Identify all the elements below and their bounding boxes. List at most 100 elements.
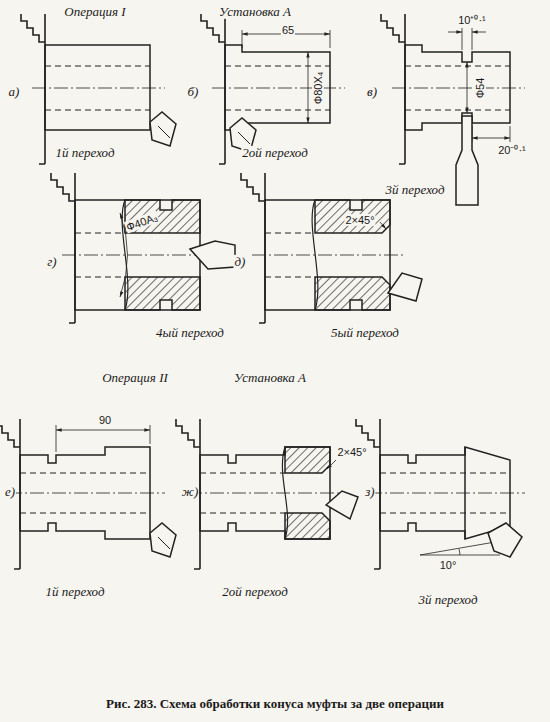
dimension-label: 65 (281, 24, 295, 36)
drawing-line (472, 28, 473, 50)
step-label: 3й переход (418, 593, 479, 607)
drawing-line (200, 513, 285, 514)
drawing-line (45, 110, 150, 111)
operation-heading: Операция I (63, 5, 126, 19)
drawing-line (405, 66, 510, 67)
drawing-line (200, 473, 285, 474)
step-label: 5ый переход (330, 326, 400, 340)
drawing-line (462, 28, 463, 50)
dimension-label: Ф40А₃ (124, 210, 160, 233)
drawing-line (380, 222, 386, 229)
drawing-line (420, 542, 495, 555)
drawing-line (75, 277, 125, 278)
panel-letter: д) (234, 255, 247, 269)
drawing-line (472, 138, 510, 139)
drawing-path (225, 45, 330, 130)
dimension-label: 2×45° (336, 446, 367, 458)
drawing-path (326, 491, 358, 519)
drawing-line (392, 88, 525, 89)
drawing-line (510, 126, 511, 142)
panel-zh (176, 419, 358, 569)
panel-z (356, 419, 525, 569)
drawing-line (20, 473, 150, 474)
panel-b (201, 14, 345, 164)
drawing-line (32, 88, 165, 89)
dimension-label: 2×45° (344, 214, 375, 226)
panel-v (381, 14, 525, 205)
drawing-path (285, 447, 330, 473)
drawing-line (56, 425, 57, 452)
panel-letter: з) (364, 485, 375, 499)
drawing-line (265, 277, 315, 278)
step-label: 2ой переход (221, 585, 288, 599)
panel-letter: г) (46, 255, 57, 269)
drawing-line (368, 493, 525, 494)
drawing-path (405, 45, 510, 130)
panel-a (21, 14, 176, 164)
drawing-path (488, 523, 522, 557)
drawing-use (0, 419, 20, 569)
drawing-line (327, 460, 336, 469)
dimension-label: Ф80Х₄ (312, 71, 324, 105)
panel-letter: а) (8, 85, 21, 99)
drawing-line (150, 425, 151, 444)
drawing-line (467, 62, 468, 113)
dimension-label: 10⁺⁰·¹ (457, 14, 487, 26)
drawing-path (456, 116, 478, 205)
drawing-line (20, 513, 150, 514)
drawing-path (285, 513, 330, 539)
drawing-use (381, 14, 405, 164)
drawing-use (51, 173, 75, 323)
step-label: 3й переход (385, 183, 446, 197)
drawing-path (315, 200, 390, 233)
drawing-line (265, 233, 315, 234)
drawing-line (8, 493, 165, 494)
panel-g (51, 173, 235, 323)
drawing-line (330, 30, 331, 48)
panel-letter: б) (187, 85, 200, 99)
drawing-line (252, 255, 405, 256)
drawing-use (176, 419, 200, 569)
setup-heading: Установка А (233, 371, 307, 385)
drawing-path (388, 273, 422, 301)
setup-heading: Установка А (218, 5, 292, 19)
drawing-line (225, 66, 330, 67)
drawing-path (459, 549, 460, 555)
dimension-label: 10° (439, 559, 458, 571)
dimension-label: Ф54 (474, 77, 486, 100)
drawing-line (45, 66, 150, 67)
figure-caption: Рис. 283. Схема обработки конуса муфты з… (106, 696, 444, 712)
drawing-line (212, 88, 345, 89)
drawing-line (380, 473, 510, 474)
dimension-label: 20⁻⁰·¹ (497, 144, 527, 156)
panel-letter: ж) (181, 485, 199, 499)
drawing-line (188, 493, 345, 494)
drawing-use (241, 173, 265, 323)
drawing-line (75, 233, 125, 234)
panel-letter: е) (4, 485, 16, 499)
step-label: 1й переход (45, 585, 106, 599)
operation-heading: Операция II (101, 371, 169, 385)
step-label: 2ой переход (241, 146, 308, 160)
drawing-line (242, 30, 243, 48)
drawing-line (380, 513, 510, 514)
drawing-line (472, 32, 486, 33)
step-label: 1й переход (55, 146, 116, 160)
drawing-use (150, 112, 176, 146)
drawing-use (150, 523, 176, 557)
drawing-line (308, 52, 309, 123)
drawing-g (0, 14, 525, 569)
drawing-use (201, 14, 225, 164)
drawing-line (448, 32, 462, 33)
drawing-line (405, 110, 510, 111)
panel-letter: в) (366, 85, 378, 99)
drawing-path (125, 277, 200, 310)
drawing-line (56, 430, 150, 431)
drawing-line (225, 110, 330, 111)
drawing-line (62, 255, 215, 256)
panel-e (0, 419, 176, 569)
dimension-label: 90 (98, 414, 112, 426)
drawing-path (190, 241, 235, 269)
